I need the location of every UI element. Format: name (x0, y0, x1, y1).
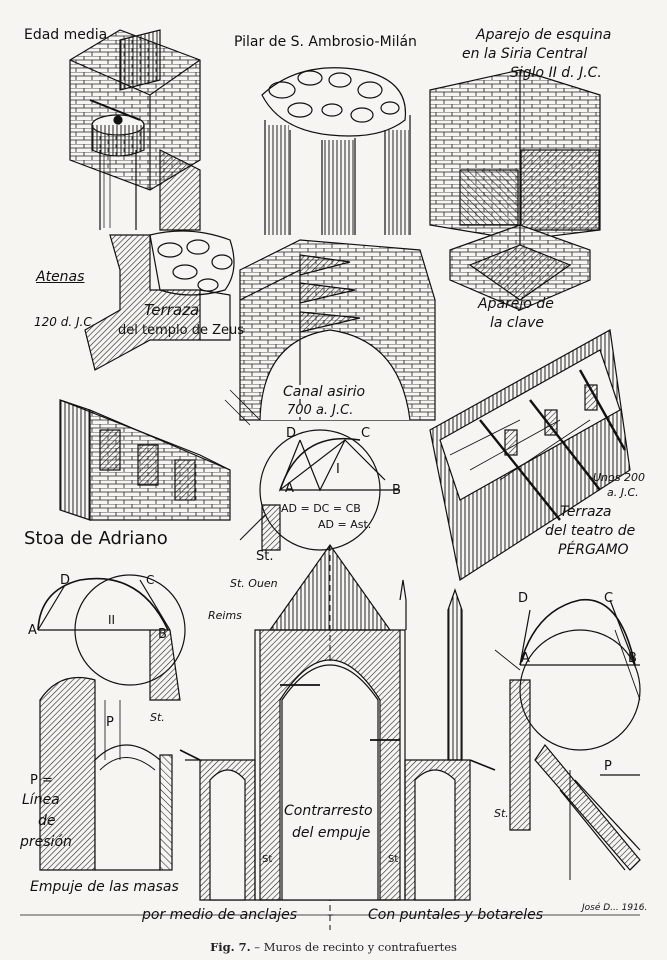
aparejo-clave-drawing (449, 224, 591, 311)
label-right-P: P (604, 759, 612, 774)
label-st-mid-2: St (388, 854, 399, 865)
struts-drawing (534, 743, 641, 880)
label-aparejo-esquina-3: Siglo II d. J.C. (510, 65, 602, 81)
label-atenas-fecha: 120 d. J.C. (34, 315, 96, 329)
label-left-D: D (60, 573, 71, 588)
label-right-A: A (521, 651, 530, 666)
label-unos-1: Unos 200 (593, 471, 645, 484)
label-empuje-masas: Empuje de las masas (30, 879, 179, 895)
label-canal-asirio-1: Canal asirio (283, 384, 366, 400)
label-geom-A: A (285, 481, 294, 496)
label-right-D: D (518, 591, 529, 606)
label-geom-I: I (336, 462, 340, 477)
label-linea-1: Línea (22, 792, 60, 808)
label-geom-st: St. (256, 549, 274, 564)
label-atenas: Atenas (36, 269, 85, 285)
label-terraza-zeus-2: del templo de Zeus (118, 323, 245, 338)
label-aparejo-clave-1: Aparejo de (478, 296, 554, 312)
label-left-II: II (108, 613, 116, 627)
label-right-C: C (604, 591, 614, 606)
label-pilar: Pilar de S. Ambrosio-Milán (234, 34, 417, 50)
label-eq2: AD = Ast. (318, 518, 372, 531)
label-unos-2: a. J.C. (607, 486, 639, 499)
label-edad-media: Edad media (24, 27, 108, 43)
stoa-drawing (59, 399, 231, 521)
label-left-B: B (158, 627, 167, 642)
pilar-drawing (261, 67, 411, 235)
label-right-B: B (628, 651, 637, 666)
label-st-ouen: St. Ouen (230, 577, 278, 590)
label-left-P: P (106, 715, 114, 730)
pergamo-drawing (429, 329, 631, 581)
label-anclajes: por medio de anclajes (142, 907, 298, 923)
geometry-arch-I (239, 429, 400, 551)
label-aparejo-esquina-1: Aparejo de esquina (476, 27, 612, 43)
signature: José D... 1916. (582, 903, 648, 913)
label-left-A: A (28, 623, 37, 638)
label-contrarresto-1: Contrarresto (284, 803, 373, 819)
label-reims: Reims (208, 609, 242, 622)
label-p-eq: P = (30, 773, 53, 788)
caption-fig-number: Fig. 7. (210, 940, 251, 954)
label-geom-D: D (286, 426, 297, 441)
label-st-mid-1: St (262, 854, 273, 865)
masas-wall-drawing (39, 676, 173, 871)
caption-text: – Muros de recinto y contrafuertes (250, 940, 457, 954)
figure-caption: Fig. 7. – Muros de recinto y contrafuert… (0, 940, 667, 954)
label-left-st: St. (150, 711, 165, 724)
label-dash: – (327, 907, 334, 923)
label-left-C: C (146, 573, 155, 587)
cathedral-section-drawing (179, 543, 496, 930)
label-puntales: Con puntales y botareles (368, 907, 544, 923)
label-geom-C: C (361, 426, 371, 441)
terraza-zeus-drawing (84, 230, 235, 371)
label-right-st: St. (494, 807, 509, 820)
label-pergamo-1: Terraza (560, 504, 612, 520)
label-eq1: AD = DC = CB (281, 502, 361, 515)
label-contrarresto-2: del empuje (292, 825, 371, 841)
label-canal-asirio-2: 700 a. J.C. (287, 403, 354, 418)
label-linea-3: presión (20, 834, 72, 850)
label-stoa: Stoa de Adriano (24, 528, 168, 549)
aparejo-esquina-drawing (429, 69, 601, 241)
geometry-arch-right (494, 598, 641, 831)
label-terraza-zeus-1: Terraza (144, 301, 200, 319)
label-aparejo-esquina-2: en la Siria Central (462, 46, 588, 62)
geometry-arch-II (37, 574, 186, 701)
label-aparejo-clave-2: la clave (490, 315, 544, 331)
label-pergamo-2: del teatro de (545, 523, 636, 539)
label-geom-B: B (392, 483, 401, 498)
label-pergamo-3: PÉRGAMO (558, 542, 629, 558)
label-linea-2: de (38, 813, 56, 829)
edad-media-drawing (69, 29, 201, 231)
